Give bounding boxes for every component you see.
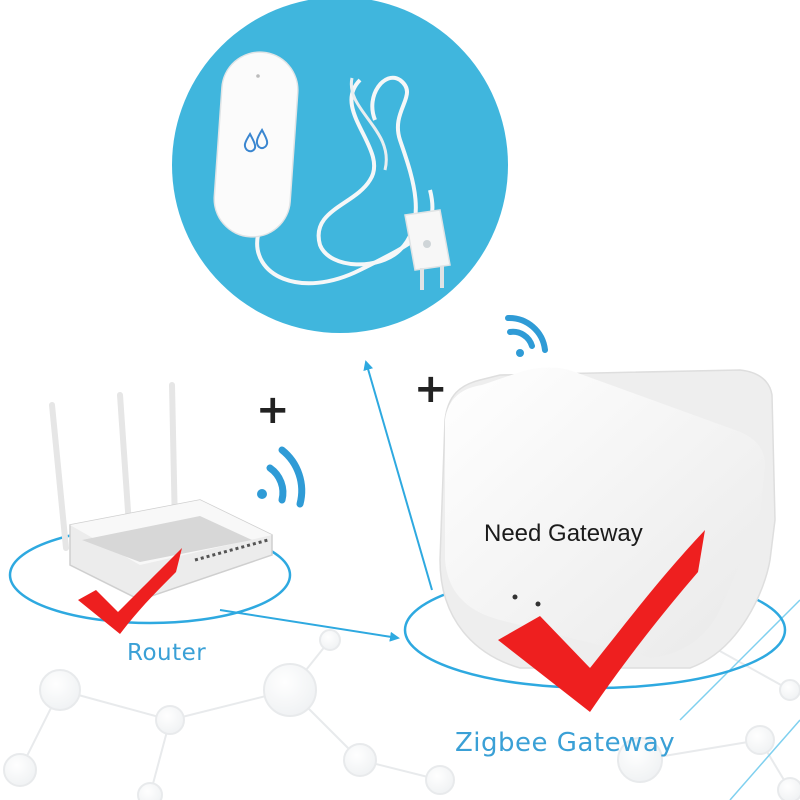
router-to-gateway-arrow-icon	[219, 609, 400, 642]
water-sensor-panel	[172, 0, 508, 333]
router-checkmark-icon	[78, 548, 182, 634]
need-gateway-caption: Need Gateway	[484, 520, 643, 547]
accent-lines	[679, 599, 800, 800]
water-drop-icon	[243, 127, 269, 153]
plus-icon: +	[256, 387, 290, 433]
background-network	[3, 629, 800, 800]
gateway-wifi-icon	[505, 314, 548, 357]
zigbee-gateway-caption: Zigbee Gateway	[455, 728, 676, 758]
gateway-checkmark-icon	[498, 530, 705, 712]
gateway-to-sensor-arrow-icon	[363, 360, 433, 591]
plus-icon: +	[414, 366, 448, 412]
gateway-device	[439, 367, 776, 669]
router-caption: Router	[127, 640, 207, 666]
router-wifi-icon	[257, 446, 306, 508]
router-device	[49, 382, 273, 601]
